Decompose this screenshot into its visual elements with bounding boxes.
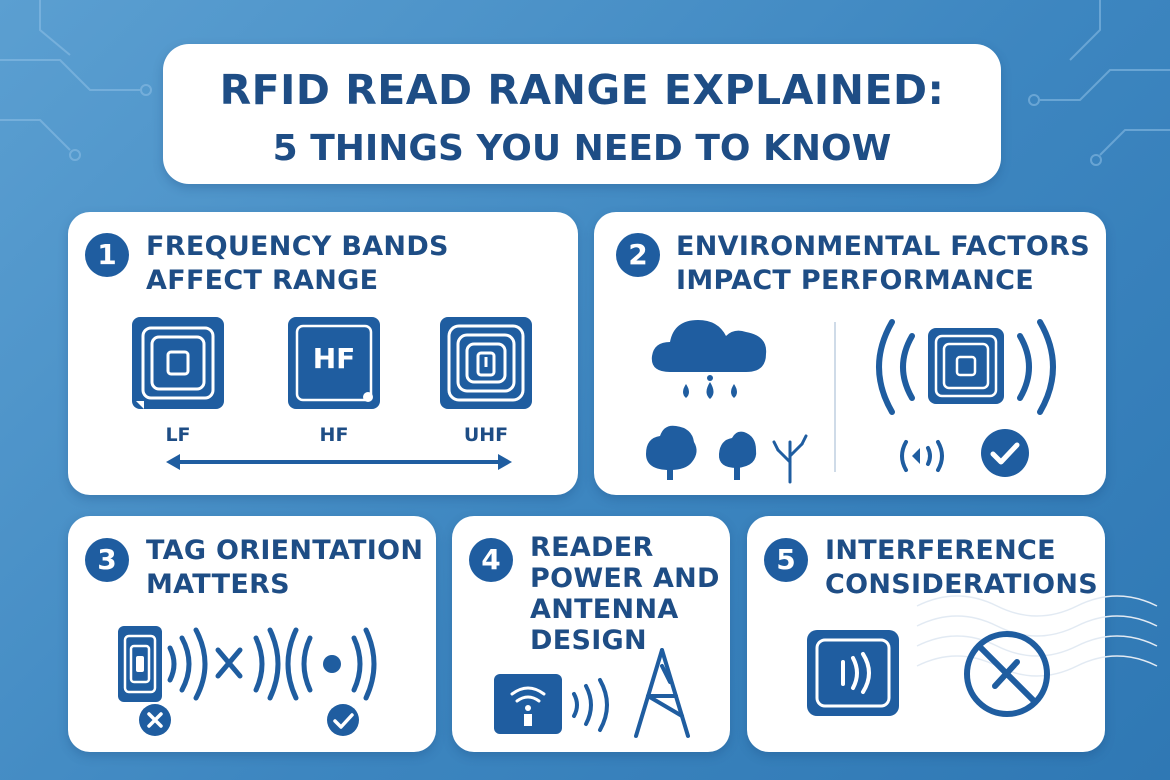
page-subtitle: 5 THINGS YOU NEED TO KNOW <box>272 128 892 169</box>
hf-tag-icon <box>288 317 380 409</box>
card-interference: 5 INTERFERENCE CONSIDERATIONS <box>747 516 1158 752</box>
hf-chip-label: HF <box>312 342 356 375</box>
lf-tag-icon <box>132 317 224 409</box>
band-label-uhf: UHF <box>463 424 509 446</box>
signal-waves-icon <box>900 440 944 472</box>
step-number-4: 4 <box>469 538 513 582</box>
tree-icon <box>718 431 757 480</box>
step-number-5: 5 <box>764 538 808 582</box>
wave-pattern <box>916 595 1158 677</box>
signal-tag-icon <box>807 630 899 716</box>
check-circle-icon <box>327 704 359 736</box>
rfid-tag-icon <box>118 626 162 702</box>
card-tag-orientation: 3 TAG ORIENTATION MATTERS <box>68 516 436 752</box>
card-heading: READER POWER AND ANTENNA DESIGN <box>530 532 720 656</box>
reader-device-icon <box>494 674 562 734</box>
rfid-tag-signal-icon <box>876 319 1056 415</box>
x-circle-icon <box>139 704 171 736</box>
card-frequency-bands: 1 FREQUENCY BANDS AFFECT RANGE HF LF HF … <box>68 212 578 495</box>
card-heading: INTERFERENCE CONSIDERATIONS <box>825 535 1098 600</box>
signal-waves-icon <box>167 627 377 701</box>
band-label-lf: LF <box>165 424 191 446</box>
step-number-3: 3 <box>85 538 129 582</box>
band-label-hf: HF <box>319 424 349 446</box>
step-number-1: 1 <box>85 233 129 277</box>
antenna-tower-icon <box>634 648 690 738</box>
tree-icon <box>646 425 697 480</box>
cloud-rain-icon <box>651 320 767 399</box>
step-number-2: 2 <box>616 233 660 277</box>
card-heading: ENVIRONMENTAL FACTORS IMPACT PERFORMANCE <box>676 231 1091 296</box>
bare-tree-icon <box>772 434 808 484</box>
page-title: RFID READ RANGE EXPLAINED: <box>219 66 945 114</box>
range-arrow-icon <box>166 454 512 470</box>
uhf-tag-icon <box>440 317 532 409</box>
signal-waves-icon <box>572 678 609 732</box>
check-circle-icon <box>981 429 1029 477</box>
card-reader-power: 4 READER POWER AND ANTENNA DESIGN <box>452 516 730 752</box>
no-signal-icon <box>964 631 1050 717</box>
card-heading: FREQUENCY BANDS AFFECT RANGE <box>146 231 449 296</box>
card-environmental-factors: 2 ENVIRONMENTAL FACTORS IMPACT PERFORMAN… <box>594 212 1106 495</box>
title-box: RFID READ RANGE EXPLAINED: 5 THINGS YOU … <box>163 44 1001 184</box>
divider <box>834 322 836 472</box>
card-heading: TAG ORIENTATION MATTERS <box>146 535 424 600</box>
